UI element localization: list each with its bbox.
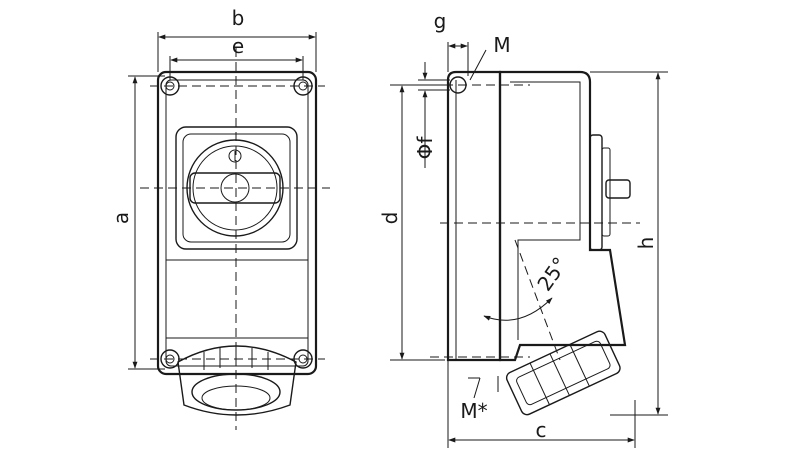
side-knob-base — [589, 134, 603, 251]
front-socket — [177, 345, 297, 416]
front-enclosure-outline — [156, 70, 318, 376]
side-knob-shaft — [605, 179, 631, 199]
leader-M — [469, 49, 487, 81]
angle-arc — [483, 297, 553, 321]
label-d: d — [378, 212, 402, 225]
label-phi-f: Φf — [413, 136, 437, 160]
label-c: c — [536, 418, 547, 442]
label-a: a — [109, 212, 133, 224]
label-b: b — [232, 6, 245, 30]
front-enclosure-inner — [165, 79, 309, 367]
label-h: h — [634, 237, 658, 250]
label-e: e — [232, 34, 244, 58]
label-M: M — [493, 33, 510, 57]
side-socket — [505, 330, 621, 416]
front-view: b e a — [109, 6, 330, 430]
label-angle: 25° — [532, 253, 572, 296]
side-body — [498, 70, 627, 362]
knob-on-indicator — [228, 149, 242, 163]
side-view: g M Φf d h 25° M* c — [378, 9, 668, 448]
label-M-star: M* — [460, 399, 487, 423]
label-g: g — [434, 9, 447, 33]
